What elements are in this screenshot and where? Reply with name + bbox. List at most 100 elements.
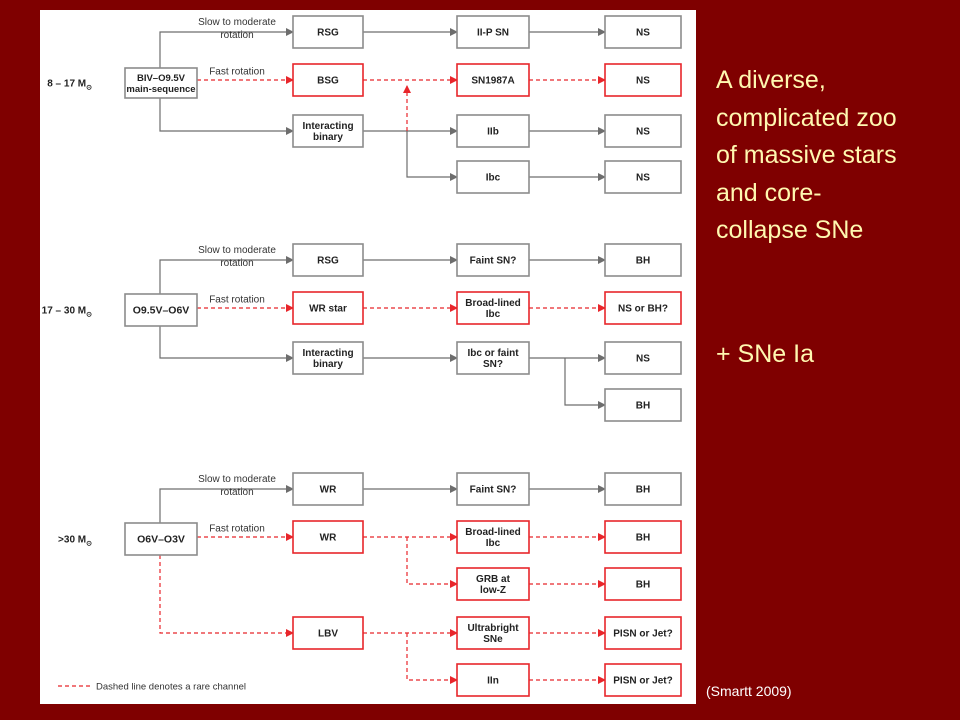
remnant-label: BH [636, 485, 650, 496]
title-line: A diverse, [716, 66, 826, 94]
remnant-box [604, 663, 682, 697]
star-type-label: O9.5V–O6V [133, 305, 190, 317]
slide-title: A diverse, complicated zoo of massive st… [716, 62, 956, 250]
phase-label: WR [320, 485, 337, 496]
remnant-label: BH [636, 256, 650, 267]
remnant-label: NS or BH? [618, 304, 668, 315]
remnant-label: NS [636, 354, 650, 365]
connector-lines [58, 28, 606, 687]
remnant-label: BH [636, 580, 650, 591]
remnant-box [604, 341, 682, 375]
phase-connector [159, 326, 294, 362]
remnant-label: NS [636, 76, 650, 87]
sne-ia-note: + SNe Ia [716, 340, 814, 368]
title-line: and core- [716, 178, 822, 207]
phase-label: BSG [317, 76, 339, 87]
rare-channel-connector [406, 537, 458, 588]
remnant-label: PISN or Jet? [613, 676, 672, 687]
supernova-type-box [456, 520, 530, 554]
phase-label: WR [320, 533, 337, 544]
rare-channel-connector [406, 633, 458, 684]
supernova-type-box [456, 160, 530, 194]
legend-label: Dashed line denotes a rare channel [96, 682, 246, 693]
evolution-phase-box [292, 243, 364, 277]
remnant-branch-connector [564, 358, 606, 409]
supernova-type-box [456, 243, 530, 277]
remnant-box [604, 388, 682, 422]
supernova-type-box [456, 341, 530, 375]
supernova-type-box [456, 291, 530, 325]
slow-rotation-connector [159, 256, 294, 294]
supernova-type-box [456, 616, 530, 650]
fast-rotation-label: Fast rotation [209, 67, 265, 78]
mass-range-label: 17 – 30 M⊙ [42, 306, 92, 319]
remnant-box [604, 472, 682, 506]
supernova-type-box [456, 114, 530, 148]
supernova-label: Faint SN? [470, 256, 517, 267]
evolution-phase-box [292, 291, 364, 325]
mass-range-label: 8 – 17 M⊙ [47, 79, 92, 92]
supernova-type-box [456, 567, 530, 601]
remnant-box [604, 243, 682, 277]
remnant-box [604, 114, 682, 148]
fast-rotation-label: Fast rotation [209, 295, 265, 306]
evolution-phase-box [292, 472, 364, 506]
phase-label: RSG [317, 256, 339, 267]
supernova-label: SN1987A [471, 76, 514, 87]
remnant-label: NS [636, 127, 650, 138]
supernova-label: II-P SN [477, 28, 509, 39]
remnant-box [604, 567, 682, 601]
remnant-box [604, 616, 682, 650]
remnant-box [604, 160, 682, 194]
supernova-type-box [456, 663, 530, 697]
star-type-box [124, 293, 198, 327]
remnant-box [604, 63, 682, 97]
phase-label: RSG [317, 28, 339, 39]
supernova-label: IIn [487, 676, 499, 687]
remnant-box [604, 520, 682, 554]
supernova-label: Faint SN? [470, 485, 517, 496]
phase-connector [159, 555, 294, 637]
remnant-label: BH [636, 533, 650, 544]
evolution-phase-box [292, 520, 364, 554]
slow-rotation-connector [159, 28, 294, 68]
fast-rotation-label: Fast rotation [209, 524, 265, 535]
title-line: of massive stars [716, 141, 897, 169]
evolution-phase-box [292, 15, 364, 49]
remnant-box [604, 291, 682, 325]
remnant-label: NS [636, 173, 650, 184]
star-type-box [124, 67, 198, 99]
evolution-phase-box [292, 341, 364, 375]
title-line: complicated zoo [716, 103, 897, 132]
phase-label: WR star [309, 304, 347, 315]
star-type-box [124, 522, 198, 556]
supernova-type-box [456, 15, 530, 49]
evolution-phase-box [292, 616, 364, 650]
remnant-box [604, 15, 682, 49]
diagram-boxes [124, 15, 682, 697]
remnant-label: BH [636, 401, 650, 412]
supernova-label: Ibc [486, 173, 501, 184]
remnant-label: NS [636, 28, 650, 39]
phase-label: LBV [318, 629, 338, 640]
remnant-label: PISN or Jet? [613, 629, 672, 640]
star-type-label: O6V–O3V [137, 534, 185, 546]
evolution-phase-box [292, 114, 364, 148]
supernova-type-box [456, 472, 530, 506]
supernova-type-box [456, 63, 530, 97]
title-line: collapse SNe [716, 216, 864, 244]
